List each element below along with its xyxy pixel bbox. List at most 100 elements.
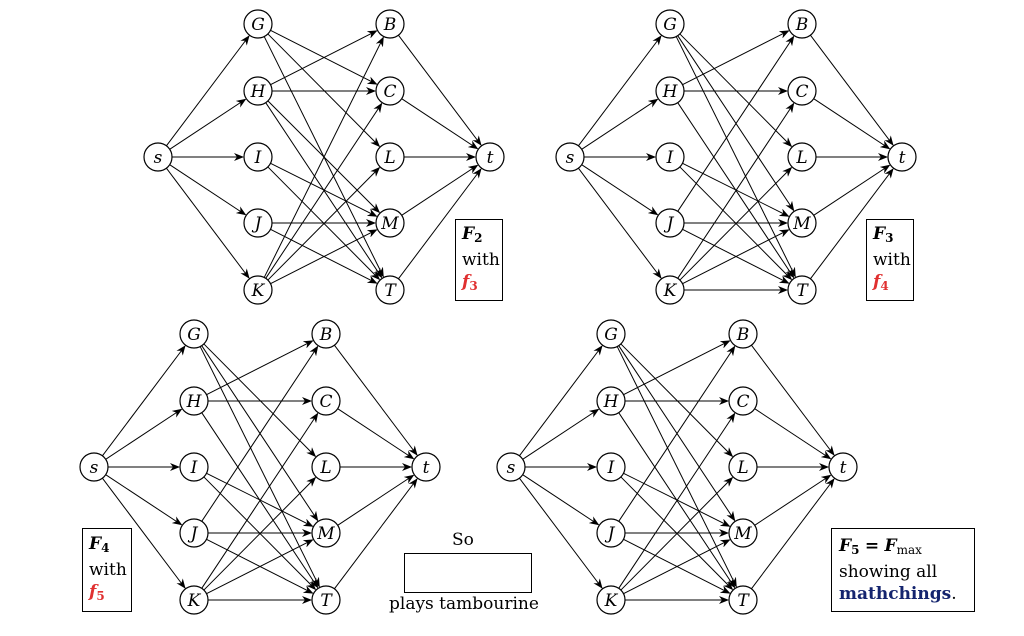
node-label: t bbox=[487, 148, 494, 168]
edge-G-L bbox=[620, 343, 734, 458]
node-circle bbox=[655, 9, 685, 39]
edge-B-t bbox=[751, 344, 835, 456]
edge-C-t bbox=[401, 98, 479, 150]
edge-G-L bbox=[203, 343, 317, 458]
node-circle bbox=[179, 518, 209, 548]
caption-f3-sub: 3 bbox=[885, 231, 894, 245]
edge-s-H bbox=[169, 98, 247, 150]
node-t: t bbox=[411, 452, 441, 482]
node-circle bbox=[375, 208, 405, 238]
node-label: K bbox=[663, 281, 678, 301]
node-T: T bbox=[728, 585, 758, 615]
node-I: I bbox=[179, 452, 209, 482]
caption-f3-name: F bbox=[873, 224, 886, 244]
node-circle bbox=[655, 208, 685, 238]
node-G: G bbox=[655, 9, 685, 39]
node-s: s bbox=[79, 452, 109, 482]
edge-M-t bbox=[401, 164, 479, 216]
caption-f5-max-name: F bbox=[884, 536, 897, 556]
node-I: I bbox=[596, 452, 626, 482]
node-circle bbox=[375, 275, 405, 305]
node-circle bbox=[375, 76, 405, 106]
node-label: t bbox=[899, 148, 906, 168]
node-s: s bbox=[143, 142, 173, 172]
node-circle bbox=[243, 76, 273, 106]
node-label: H bbox=[662, 82, 679, 102]
node-I: I bbox=[655, 142, 685, 172]
node-circle bbox=[375, 142, 405, 172]
caption-f5-line3: mathchings bbox=[839, 584, 952, 604]
node-label: J bbox=[188, 524, 199, 544]
edge-s-H bbox=[581, 98, 659, 150]
edge-T-t bbox=[810, 168, 894, 280]
node-G: G bbox=[596, 319, 626, 349]
caption-f2: F2 with f3 bbox=[455, 219, 503, 301]
node-G: G bbox=[243, 9, 273, 39]
caption-f4-with: with bbox=[89, 560, 127, 580]
node-circle bbox=[243, 142, 273, 172]
edge-I-M bbox=[682, 162, 790, 217]
node-label: C bbox=[383, 82, 396, 102]
edge-T-t bbox=[751, 478, 835, 590]
node-label: I bbox=[666, 148, 674, 168]
edge-G-T bbox=[616, 346, 737, 588]
node-C: C bbox=[787, 76, 817, 106]
node-G: G bbox=[179, 319, 209, 349]
node-label: M bbox=[380, 214, 399, 234]
edge-J-B bbox=[677, 35, 795, 212]
node-label: L bbox=[383, 148, 395, 168]
node-circle bbox=[728, 585, 758, 615]
node-label: T bbox=[384, 281, 397, 301]
center-note-bottom: plays tambourine bbox=[389, 594, 539, 614]
node-I: I bbox=[243, 142, 273, 172]
edge-s-K bbox=[166, 167, 250, 279]
caption-f5-eq: = bbox=[864, 536, 880, 556]
caption-f3-flow-sub: 4 bbox=[880, 279, 889, 293]
node-circle bbox=[728, 452, 758, 482]
caption-f2-flow: f bbox=[462, 272, 470, 292]
node-circle bbox=[787, 142, 817, 172]
node-circle bbox=[787, 208, 817, 238]
caption-f2-name: F bbox=[462, 224, 475, 244]
node-label: B bbox=[319, 325, 333, 345]
node-J: J bbox=[179, 518, 209, 548]
edge-s-H bbox=[105, 408, 183, 460]
node-circle bbox=[596, 518, 626, 548]
edge-J-B bbox=[618, 345, 736, 522]
node-label: C bbox=[319, 392, 332, 412]
edge-H-B bbox=[206, 340, 314, 396]
edge-K-L bbox=[620, 476, 734, 591]
node-t: t bbox=[475, 142, 505, 172]
node-circle bbox=[311, 319, 341, 349]
edge-M-t bbox=[754, 474, 832, 526]
node-label: K bbox=[604, 591, 619, 611]
edge-B-t bbox=[810, 34, 894, 146]
node-circle bbox=[411, 452, 441, 482]
node-label: J bbox=[664, 214, 675, 234]
caption-f4-flow-sub: 5 bbox=[96, 589, 105, 603]
node-M: M bbox=[787, 208, 817, 238]
caption-f2-sub: 2 bbox=[474, 231, 483, 245]
caption-f4: F4 with f5 bbox=[82, 528, 132, 612]
edge-s-G bbox=[519, 345, 603, 457]
node-circle bbox=[596, 386, 626, 416]
node-label: G bbox=[251, 15, 265, 35]
node-circle bbox=[787, 9, 817, 39]
caption-f5-max-sub: max bbox=[896, 543, 922, 557]
node-label: K bbox=[187, 591, 202, 611]
node-label: L bbox=[795, 148, 807, 168]
node-B: B bbox=[311, 319, 341, 349]
node-label: t bbox=[840, 458, 847, 478]
node-label: M bbox=[316, 524, 335, 544]
node-circle bbox=[555, 142, 585, 172]
node-L: L bbox=[311, 452, 341, 482]
edge-s-J bbox=[169, 164, 247, 216]
node-circle bbox=[787, 76, 817, 106]
node-label: B bbox=[795, 15, 809, 35]
edge-G-L bbox=[267, 33, 381, 148]
node-circle bbox=[655, 142, 685, 172]
node-label: H bbox=[186, 392, 203, 412]
caption-f3: F3 with f4 bbox=[866, 219, 914, 301]
node-label: G bbox=[187, 325, 201, 345]
node-label: H bbox=[603, 392, 620, 412]
